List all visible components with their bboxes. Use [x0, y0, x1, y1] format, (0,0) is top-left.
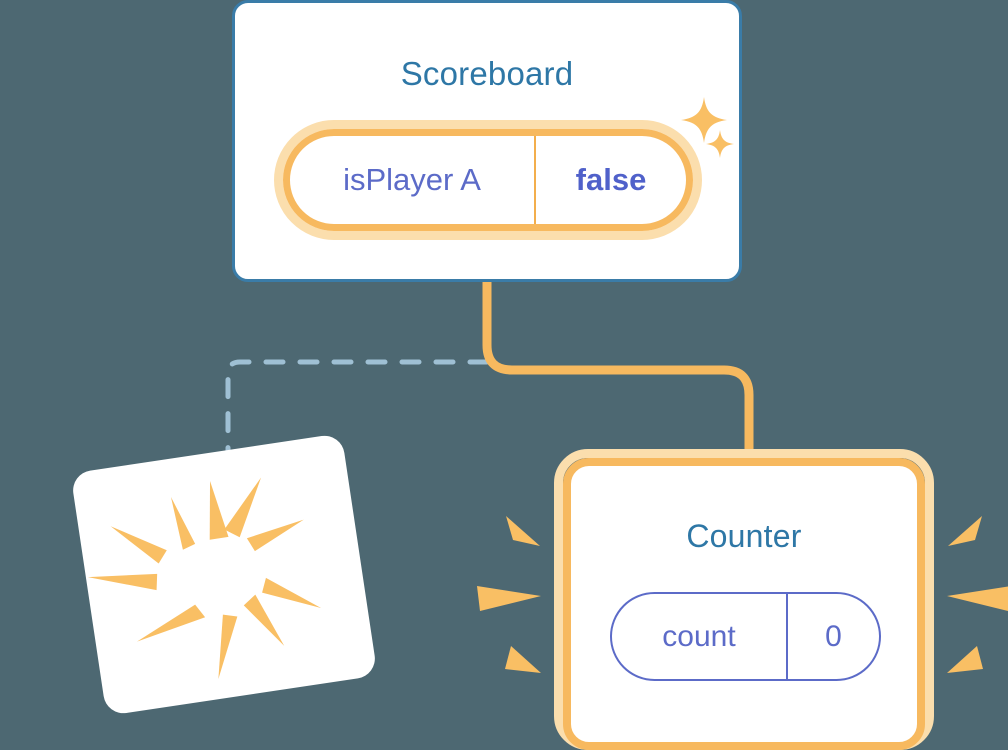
scoreboard-prop-pill-glow	[274, 120, 702, 240]
counter-prop-value: 0	[825, 619, 842, 653]
blank-card[interactable]	[70, 433, 378, 716]
ray-right-lower	[947, 646, 983, 673]
burst-ray-n-left	[170, 496, 196, 550]
burst-rays	[87, 477, 322, 679]
burst-ray-n	[209, 481, 229, 540]
ray-right-upper	[948, 516, 982, 546]
burst-ray-nw	[110, 526, 167, 564]
scoreboard-prop-key: isPlayer A	[290, 136, 536, 224]
sparkle-large-icon	[681, 97, 727, 143]
ray-left-lower	[505, 646, 541, 673]
counter-prop-pill[interactable]: count 0	[610, 592, 881, 681]
burst-ray-sw	[136, 604, 206, 642]
scoreboard-prop-value: false	[575, 162, 647, 197]
burst-ray-e-upper	[246, 519, 304, 552]
ray-right-middle	[947, 586, 1008, 611]
counter-prop-key: count	[612, 594, 788, 679]
ray-left-upper	[506, 516, 540, 546]
burst-ray-s	[218, 614, 238, 679]
burst-ray-w	[87, 573, 158, 591]
sparkle-small-icon	[706, 130, 734, 158]
connector-scoreboard-to-counter	[482, 282, 754, 470]
ray-left-middle	[477, 586, 541, 611]
burst-ray-e-lower	[262, 577, 322, 609]
scoreboard-prop-pill[interactable]: isPlayer A false	[283, 129, 693, 231]
scoreboard-title: Scoreboard	[400, 55, 574, 92]
burst-ray-se	[243, 594, 285, 646]
burst-ray-ne	[224, 477, 262, 538]
counter-title: Counter	[686, 518, 802, 554]
